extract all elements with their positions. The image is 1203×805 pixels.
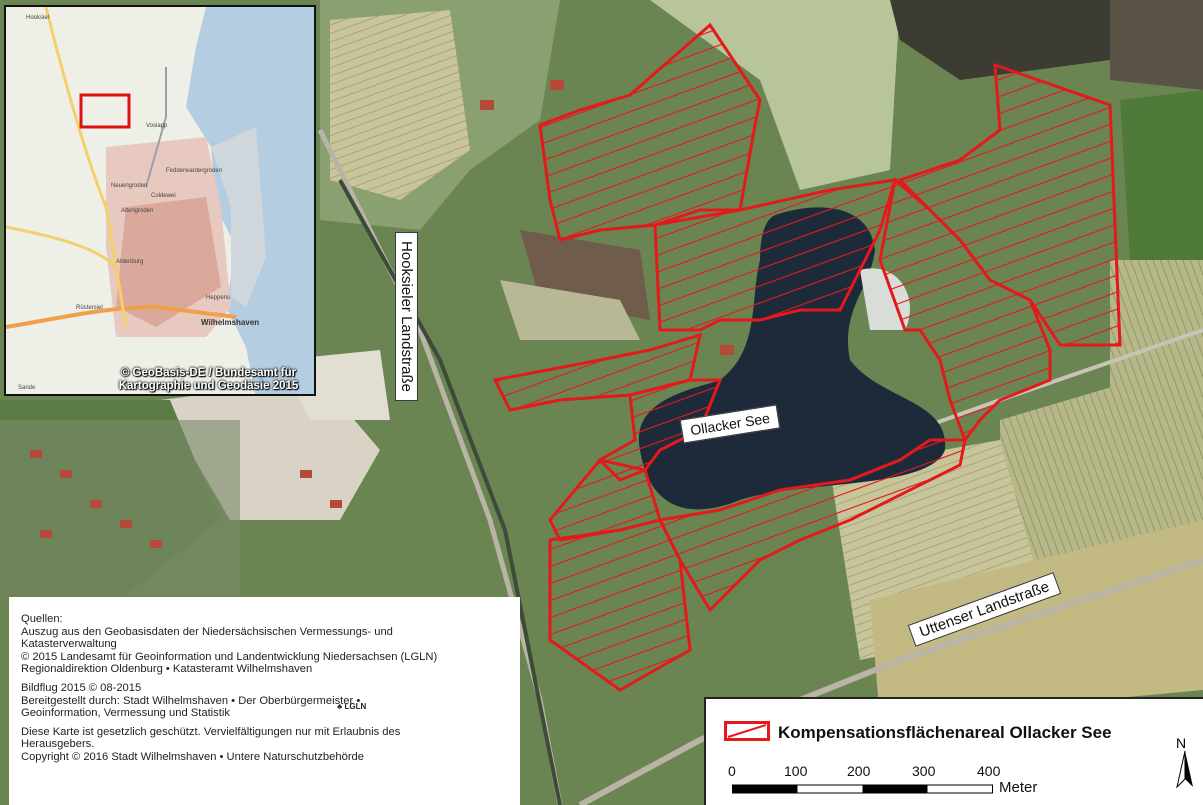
sources-line: Herausgebers. <box>21 738 95 751</box>
sources-line: Regionaldirektion Oldenburg • Katasteram… <box>21 663 313 676</box>
overview-map-graphic: Hooksiel Voslapp Wilhelmshaven Sande Alt… <box>6 7 314 394</box>
legend-label: Kompensationsflächenareal Ollacker See <box>778 723 1112 742</box>
north-arrow: N <box>1176 735 1194 792</box>
sources-box: Quellen: Auszug aus den Geobasisdaten de… <box>9 597 520 805</box>
field <box>500 280 640 340</box>
sources-line: Bereitgestellt durch: Stadt Wilhelmshave… <box>21 694 361 707</box>
houses <box>30 80 734 548</box>
field-dark <box>1110 0 1203 90</box>
lgln-logo: ♣ LGLN <box>337 701 366 714</box>
sources-line: Katasterverwaltung <box>21 638 117 651</box>
place-label: Heppens <box>206 295 230 301</box>
settlement <box>0 420 240 600</box>
road-label-hooksieler: Hooksieler Landstraße <box>394 232 418 401</box>
inset-copyright-line: © GeoBasis-DE / Bundesamt für <box>120 367 297 379</box>
place-label: Wilhelmshaven <box>201 318 259 327</box>
place-label: Altengroden <box>121 208 153 214</box>
sources-line: Geoinformation, Vermessung und Statistik <box>21 707 230 720</box>
field-dark <box>890 0 1120 80</box>
harbour <box>211 127 266 307</box>
place-label: Coldewei <box>151 193 176 199</box>
scale-tick-label: 400 <box>977 763 1001 779</box>
sources-line: Diese Karte ist gesetzlich geschützt. Ve… <box>21 725 401 738</box>
field <box>650 0 900 190</box>
field-striped <box>330 10 470 200</box>
overview-inset-map[interactable]: Hooksiel Voslapp Wilhelmshaven Sande Alt… <box>4 5 316 396</box>
sources-line: Copyright © 2016 Stadt Wilhelmshaven • U… <box>21 750 364 763</box>
inset-copyright: © GeoBasis-DE / Bundesamt für Kartograph… <box>101 367 314 393</box>
scale-tick-label: 200 <box>847 763 871 779</box>
city-centre <box>116 197 221 327</box>
place-label: Sande <box>18 385 36 391</box>
place-label: Hooksiel <box>26 15 49 21</box>
legend-hatch-swatch-icon <box>724 721 770 741</box>
place-label: Fedderwardergroden <box>166 168 222 174</box>
place-label: Aldenburg <box>116 259 143 265</box>
compensation-area[interactable] <box>492 22 1122 692</box>
lgln-logo-text: LGLN <box>344 702 367 711</box>
railway <box>338 179 562 805</box>
legend-box: Kompensationsflächenareal Ollacker See 0… <box>704 697 1203 805</box>
scale-unit: Meter <box>999 779 1038 796</box>
place-label: Neuengroden <box>111 183 147 189</box>
place-label: Rüstersiel <box>76 305 103 311</box>
sources-line: Bildflug 2015 © 08-2015 <box>21 681 142 694</box>
motorway <box>6 304 237 329</box>
inset-copyright-line: Kartographie und Geodäsie 2015 <box>118 380 299 392</box>
north-label: N <box>1176 735 1187 751</box>
sources-line: Quellen: <box>21 613 63 625</box>
place-label: Voslapp <box>146 123 168 129</box>
scale-tick-label: 300 <box>912 763 936 779</box>
location-marker <box>79 93 131 129</box>
scale-tick-label: 100 <box>784 763 808 779</box>
field <box>870 520 1203 720</box>
sources-line: Auszug aus den Geobasisdaten der Nieders… <box>21 625 393 638</box>
north-arrow-icon <box>1176 750 1193 789</box>
scale-tick-label: 0 <box>728 763 736 779</box>
main-road <box>44 7 128 328</box>
lgln-logo-icon: ♣ <box>337 702 343 711</box>
field <box>1120 90 1203 260</box>
railway <box>145 67 167 188</box>
sources-line: © 2015 Landesamt für Geoinformation und … <box>21 650 438 663</box>
scale-bar-graphic <box>732 784 993 794</box>
main-road <box>6 225 118 269</box>
